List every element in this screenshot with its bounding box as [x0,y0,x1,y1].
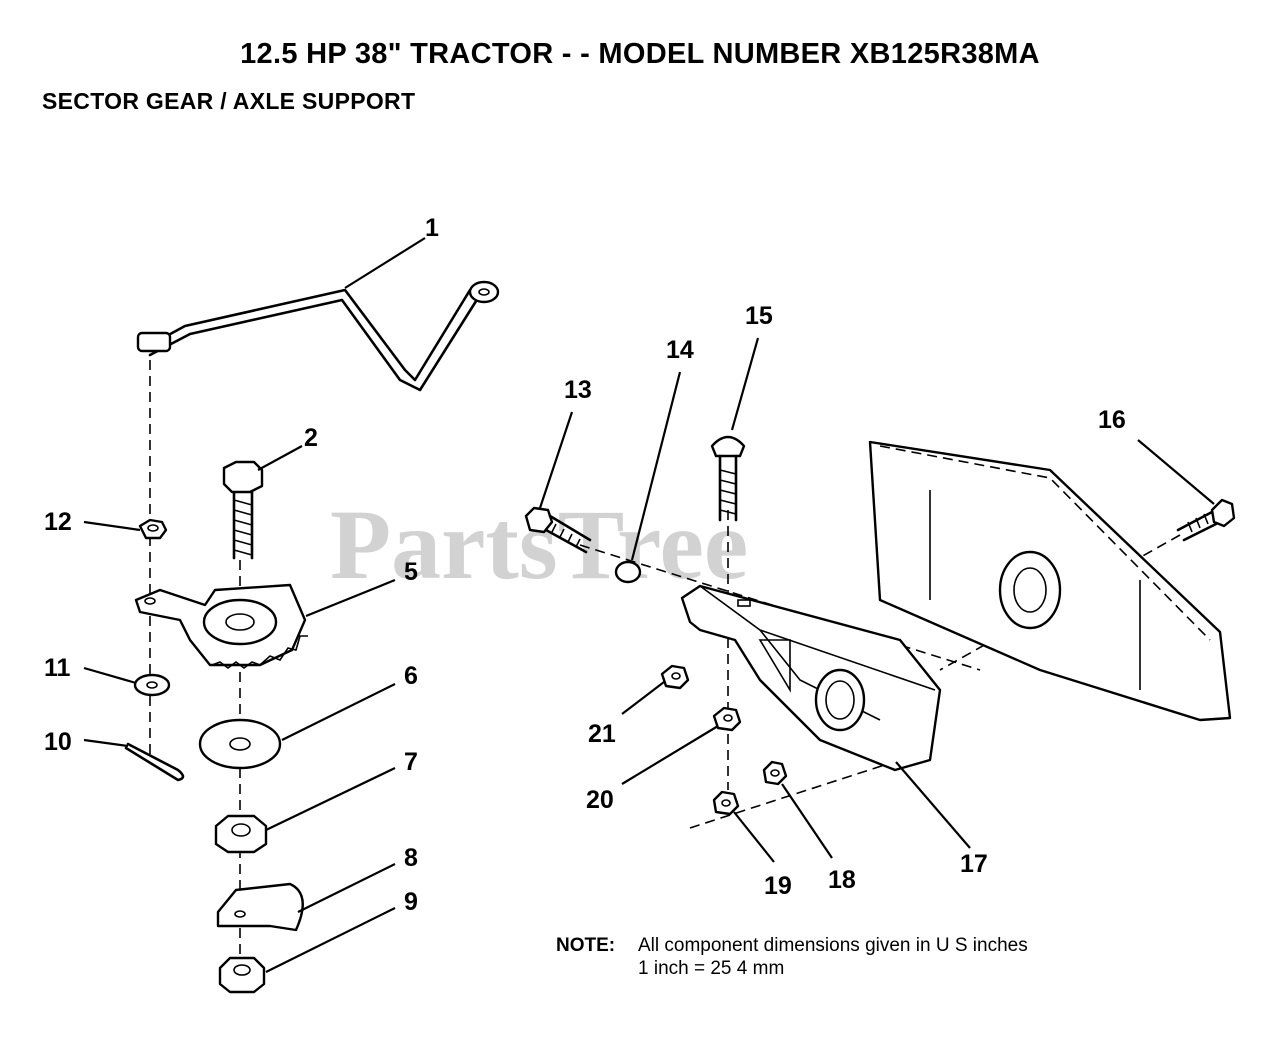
frame-axle-member [868,440,1232,722]
page-title: 12.5 HP 38" TRACTOR - - MODEL NUMBER XB1… [240,38,1040,70]
part-16-bolt[interactable] [1176,498,1236,542]
part-6-washer[interactable] [198,718,282,770]
part-5-sector-gear[interactable] [134,583,308,669]
callout-16: 16 [1098,406,1126,434]
callout-7: 7 [404,748,418,776]
note-line-1: All component dimensions given in U S in… [638,935,1028,956]
part-15-bolt[interactable] [710,435,746,522]
callout-21: 21 [588,720,616,748]
note-line-2: 1 inch = 25 4 mm [638,958,785,979]
section-subtitle: SECTOR GEAR / AXLE SUPPORT [42,88,416,114]
callout-6: 6 [404,662,418,690]
callout-10: 10 [44,728,72,756]
part-21-nut[interactable] [660,664,690,690]
leader-lines [83,237,1215,973]
callout-12: 12 [44,508,72,536]
part-8-bracket[interactable] [216,882,304,932]
part-1-drag-link[interactable] [136,280,500,392]
part-17-axle-support[interactable] [680,584,942,772]
watermark: PartsTree [330,489,748,600]
part-9-nut[interactable] [218,956,266,994]
assembly-axis-nuts [689,759,901,829]
callout-8: 8 [404,844,418,872]
callout-17: 17 [960,850,988,878]
callout-9: 9 [404,888,418,916]
callout-1: 1 [425,214,439,242]
callout-15: 15 [745,302,773,330]
part-11-washer[interactable] [133,673,171,697]
note-label: NOTE: [556,935,616,956]
callout-14: 14 [666,336,694,364]
callout-18: 18 [828,866,856,894]
part-2-bolt[interactable] [222,460,264,560]
callout-5: 5 [404,558,418,586]
part-14-washer[interactable] [614,560,642,584]
part-12-nut[interactable] [138,518,168,540]
part-19-nut[interactable] [712,790,740,816]
callout-20: 20 [586,786,614,814]
part-18-nut[interactable] [762,760,788,786]
dimension-note: NOTE: All component dimensions given in U… [556,934,1028,980]
part-7-nut[interactable] [214,814,268,854]
part-10-cotter-pin[interactable] [124,742,185,782]
part-13-bolt[interactable] [524,506,592,554]
part-20-nut[interactable] [712,706,742,732]
callout-2: 2 [304,424,318,452]
callout-19: 19 [764,872,792,900]
callout-13: 13 [564,376,592,404]
callout-11: 11 [44,654,71,682]
